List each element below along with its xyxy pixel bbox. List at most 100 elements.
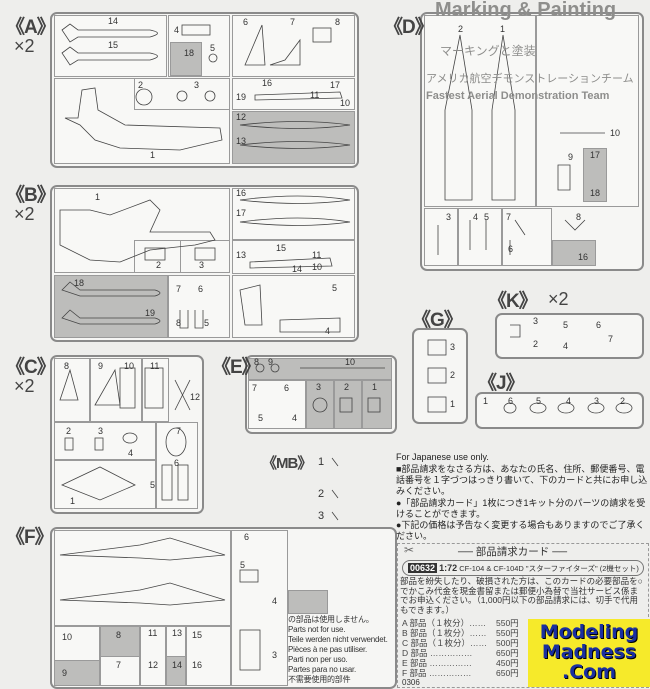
part-number-c: 2: [66, 426, 72, 436]
modeling-madness-watermark: Modeling Madness .Com: [528, 619, 650, 687]
cell: [90, 358, 142, 422]
part-number-a: 14: [108, 16, 119, 26]
part-number-e: 8: [254, 357, 260, 367]
part-number-b: 6: [198, 284, 204, 294]
group-label-a: 《A》: [6, 17, 56, 38]
cell: [232, 275, 355, 338]
cell: [232, 188, 355, 240]
header-line3-faded: Fastest Aerial Demonstration Team: [426, 90, 610, 102]
part-number-c: 7: [176, 426, 182, 436]
part-number-a: 10: [340, 98, 351, 108]
part-number-a: 2: [138, 80, 144, 90]
part-number-mb: 1: [318, 456, 325, 468]
part-number-b: 7: [176, 284, 182, 294]
group-label-j: 《J》: [478, 373, 525, 394]
part-number-a: 17: [330, 80, 341, 90]
part-number-f: 13: [172, 628, 183, 638]
part-number-f: 6: [244, 532, 250, 542]
not-for-use-es: Partes para no usar.: [288, 665, 357, 674]
part-number-e: 9: [268, 357, 274, 367]
cell: [142, 358, 169, 422]
part-number-a: 12: [236, 112, 247, 122]
part-number-a: 3: [194, 80, 200, 90]
part-number-b: 5: [332, 283, 338, 293]
cell: [424, 208, 458, 266]
card-title: ── 部品請求カード ──: [458, 546, 568, 558]
part-number-d: 9: [568, 152, 574, 162]
part-number-f: 4: [272, 596, 278, 606]
group-label-b: 《B》: [6, 185, 56, 206]
part-number-b: 11: [312, 250, 322, 260]
part-number-b: 5: [204, 318, 210, 328]
order-paragraph-1: ■部品請求をなさる方は、あなたの氏名、住所、郵便番号、電話番号を１字づつはっきり…: [396, 464, 648, 496]
part-number-k: 4: [563, 341, 569, 351]
group-label-k: 《K》: [488, 291, 538, 312]
cell: [186, 626, 231, 686]
header-subtitle-faded: マーキングと塗装: [440, 44, 536, 58]
part-number-c: 10: [124, 361, 135, 371]
part-number-f: 10: [62, 632, 73, 642]
header-title-faded: Marking & Painting: [435, 0, 617, 21]
part-number-e: 3: [316, 382, 322, 392]
part-number-j: 2: [620, 396, 626, 406]
cell: [156, 422, 198, 509]
group-label-c: 《C》: [6, 357, 56, 378]
price-part-label: F 部品 ……………: [402, 668, 472, 678]
not-for-use-ja: の部品は使用しません。: [288, 615, 374, 624]
price-value: 650円: [496, 648, 519, 658]
part-number-a: 5: [210, 43, 216, 53]
part-number-d: 7: [506, 212, 512, 222]
part-number-b: 13: [236, 250, 247, 260]
part-number-a: 8: [335, 17, 341, 27]
part-number-b: 19: [145, 308, 156, 318]
card-instructions: 部品を紛失したり、破損された方は、このカードの必要部品を○でかこみ代金を現金書留…: [400, 576, 643, 615]
kit-scale: 1:72: [439, 563, 458, 573]
order-english-note: For Japanese use only.: [396, 452, 489, 462]
group-qty-b: ×2: [14, 204, 35, 224]
card-kit-banner: 00632 1:72 CF-104 & CF-104D "スターファイターズ" …: [402, 560, 644, 576]
cell: [362, 380, 392, 429]
part-number-e: 7: [252, 383, 258, 393]
part-number-f: 11: [148, 628, 158, 638]
price-value: 500円: [496, 638, 519, 648]
cell: [140, 626, 166, 686]
cell: [232, 15, 355, 77]
watermark-line2: Madness: [541, 641, 637, 663]
price-part-label: D 部品 ……………: [402, 648, 473, 658]
part-number-b: 1: [95, 192, 101, 202]
part-number-d: 10: [610, 128, 621, 138]
part-number-b: 14: [292, 264, 303, 274]
part-number-b: 16: [236, 188, 247, 198]
part-number-c: 12: [190, 392, 201, 402]
order-paragraph-2: ●「部品請求カード」1枚につき1キット分のパーツの請求を受けることができます。: [396, 498, 646, 519]
price-value: 550円: [496, 628, 519, 638]
parts-order-card: ✂ ── 部品請求カード ── 00632 1:72 CF-104 & CF-1…: [397, 543, 649, 688]
part-number-j: 1: [483, 396, 489, 406]
part-number-mb: 2: [318, 488, 325, 500]
unused-part: [166, 656, 186, 686]
part-number-d: 18: [590, 188, 601, 198]
part-number-c: 6: [174, 458, 180, 468]
part-number-k: 5: [563, 320, 569, 330]
part-number-j: 4: [566, 396, 572, 406]
part-number-k: 7: [608, 334, 614, 344]
part-number-k: 3: [533, 316, 539, 326]
price-part-label: C 部品（１枚分）……: [402, 638, 488, 648]
part-number-c: 9: [98, 361, 104, 371]
part-number-d: 1: [500, 24, 506, 34]
part-number-e: 6: [284, 383, 290, 393]
price-value: 450円: [496, 658, 519, 668]
cell: [232, 78, 355, 110]
part-number-g: 1: [450, 399, 456, 409]
cell: [134, 240, 182, 273]
not-for-use-swatch: [288, 590, 328, 614]
cell: [134, 78, 230, 110]
cell: [248, 358, 392, 380]
part-number-b: 10: [312, 262, 323, 272]
cell: [54, 358, 90, 422]
part-number-f: 3: [272, 650, 278, 660]
price-part-label: A 部品（１枚分）……: [402, 618, 487, 628]
part-number-a: 1: [150, 150, 156, 160]
part-number-b: 17: [236, 208, 247, 218]
unused-part: [583, 148, 607, 202]
